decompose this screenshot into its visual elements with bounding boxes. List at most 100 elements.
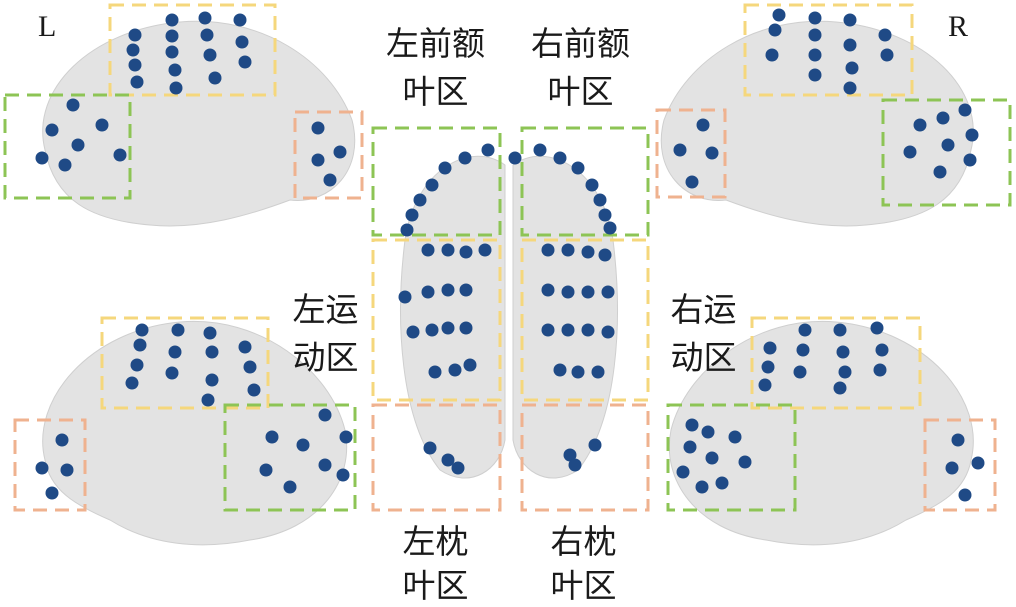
right-prefrontal-line1: 右前额	[531, 24, 630, 63]
electrode-dot	[585, 178, 599, 192]
electrode-dot	[200, 28, 214, 42]
electrode-dot	[683, 440, 697, 454]
brain-bottom-right	[668, 320, 974, 546]
brain-bottom-left	[42, 320, 348, 546]
electrode-dot	[421, 285, 435, 299]
electrode-dot	[843, 13, 857, 27]
electrode-dot	[428, 365, 442, 379]
tr-motor-box	[743, 3, 914, 97]
electrode-dot	[243, 360, 257, 374]
brain-top-right	[660, 20, 974, 227]
bl-prefrontal-box	[223, 403, 357, 512]
electrode-dot	[135, 323, 149, 337]
electrode-dot	[715, 476, 729, 490]
electrode-dot	[808, 68, 822, 82]
electrode-dot	[238, 340, 252, 354]
electrode-dot	[205, 373, 219, 387]
electrode-dot	[965, 128, 979, 142]
electrode-dot	[438, 161, 452, 175]
electrode-dot	[903, 145, 917, 159]
electrode-dot	[571, 365, 585, 379]
electrode-dot	[235, 35, 249, 49]
electrode-dot	[533, 143, 547, 157]
electrode-dot	[463, 358, 477, 372]
electrode-dot	[441, 283, 455, 297]
electrode-dot	[936, 111, 950, 125]
left-hemisphere-label: L	[38, 10, 57, 43]
right-prefrontal-line2: 叶区	[547, 72, 614, 111]
electrode-dot	[758, 378, 772, 392]
electrode-dot	[875, 343, 889, 357]
tl-prefrontal-box	[3, 93, 132, 200]
right-motor-label: 右运 动区	[666, 290, 741, 378]
tl-motor-box	[108, 3, 277, 97]
electrode-dot	[763, 341, 777, 355]
electrode-dot	[128, 28, 142, 42]
electrode-dot	[933, 165, 947, 179]
electrode-dot	[593, 193, 607, 207]
electrode-dot	[459, 283, 473, 297]
electrode-dot	[459, 321, 473, 335]
electrode-dot	[951, 433, 965, 447]
electrode-dot	[971, 456, 985, 470]
tr-prefrontal-box	[881, 98, 1012, 207]
electrode-dot	[581, 285, 595, 299]
electrode-dot	[561, 285, 575, 299]
electrode-dot	[311, 121, 325, 135]
left-motor-line1: 左运	[292, 290, 359, 329]
electrode-dot	[880, 48, 894, 62]
electrode-dot	[695, 480, 709, 494]
electrode-dot	[247, 383, 261, 397]
electrode-dot	[568, 458, 582, 472]
electrode-dot	[845, 61, 859, 75]
electrode-dot	[796, 343, 810, 357]
electrode-dot	[963, 153, 977, 167]
br-motor-box	[750, 316, 922, 410]
electrode-dot	[561, 243, 575, 257]
top-right-prefrontal-box	[520, 126, 650, 237]
electrode-dot	[833, 381, 847, 395]
electrode-dot	[878, 28, 892, 42]
electrode-dot	[318, 458, 332, 472]
electrode-dot	[318, 408, 332, 422]
electrode-dot	[941, 138, 955, 152]
top-left-prefrontal-box	[371, 126, 502, 237]
electrode-dot	[311, 153, 325, 167]
electrode-dot	[481, 143, 495, 157]
electrode-dot	[35, 461, 49, 475]
electrode-dot	[541, 283, 555, 297]
electrode-dot	[205, 345, 219, 359]
br-prefrontal-box	[666, 403, 797, 512]
top-right-motor-box	[520, 238, 650, 402]
brain-top-left	[42, 20, 356, 227]
electrode-dot	[425, 323, 439, 337]
electrode-dot	[793, 365, 807, 379]
br-occipital-box	[923, 418, 997, 512]
electrode-dot	[843, 81, 857, 95]
electrode-dot	[339, 430, 353, 444]
electrode-dot	[35, 151, 49, 165]
electrode-dot	[71, 138, 85, 152]
electrode-dot	[772, 8, 786, 22]
electrode-dot	[588, 438, 602, 452]
electrode-dot	[945, 461, 959, 475]
electrode-dot	[45, 123, 59, 137]
electrode-dot	[705, 146, 719, 160]
electrode-dot	[58, 158, 72, 172]
top-right-occipital-box	[520, 403, 650, 512]
electrode-dot	[581, 245, 595, 259]
right-hemisphere-label: R	[948, 10, 969, 43]
electrode-dot	[591, 365, 605, 379]
electrode-dot	[233, 13, 247, 27]
electrode-dot	[673, 143, 687, 157]
right-occipital-label: 右枕 叶区	[546, 522, 621, 606]
electrode-dot	[168, 345, 182, 359]
electrode-dot	[838, 365, 852, 379]
right-prefrontal-label: 右前额 叶区	[523, 24, 638, 112]
left-occipital-label: 左枕 叶区	[398, 522, 473, 606]
electrode-dot	[448, 363, 462, 377]
electrode-dot	[398, 290, 412, 304]
electrode-dot	[113, 148, 127, 162]
electrode-dot	[541, 243, 555, 257]
electrode-dot	[913, 118, 927, 132]
